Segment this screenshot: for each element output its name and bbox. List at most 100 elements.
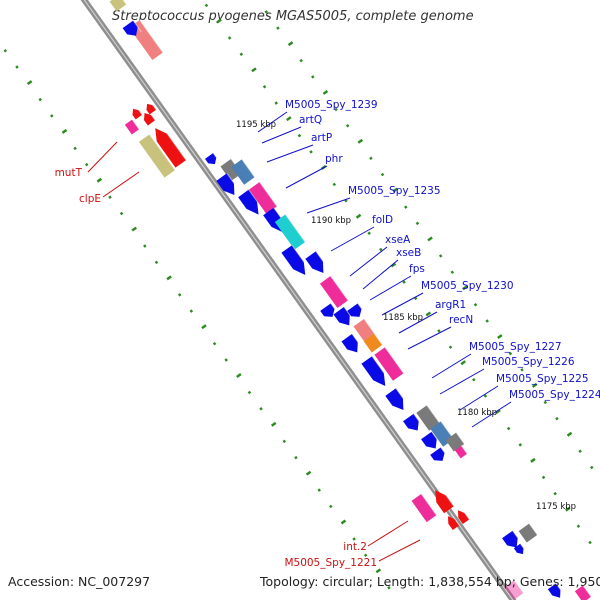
- gene-feature[interactable]: [274, 214, 306, 250]
- scale-tick: [345, 123, 350, 128]
- gene-feature[interactable]: [445, 432, 465, 452]
- gene-feature[interactable]: [421, 431, 442, 453]
- gene-feature[interactable]: [138, 133, 176, 178]
- gene-feature[interactable]: [385, 387, 410, 413]
- gene-label[interactable]: mutT: [55, 167, 83, 179]
- gene-label[interactable]: M5005_Spy_1235: [348, 185, 441, 197]
- gene-feature[interactable]: [574, 585, 592, 600]
- label-leaders: [87, 111, 512, 562]
- gene-feature[interactable]: [341, 333, 364, 356]
- gene-label[interactable]: recN: [449, 314, 473, 326]
- scale-tick: [276, 26, 280, 30]
- gene-feature[interactable]: [518, 523, 538, 543]
- scale-tick: [309, 150, 313, 154]
- gene-feature[interactable]: [305, 250, 330, 276]
- gene-label[interactable]: argR1: [435, 299, 466, 311]
- scale-tick: [299, 58, 303, 63]
- scale-tick: [332, 182, 337, 187]
- gene-feature[interactable]: [504, 579, 525, 600]
- gene-label[interactable]: clpE: [79, 193, 101, 205]
- scale-tick: [317, 488, 321, 492]
- gene-feature[interactable]: [333, 306, 356, 329]
- scale-tick: [239, 52, 244, 56]
- scale-tick: [264, 10, 269, 14]
- gene-label[interactable]: fps: [409, 263, 425, 275]
- gene-feature[interactable]: [144, 101, 157, 115]
- scale-tick: [363, 553, 368, 557]
- gene-label[interactable]: folD: [372, 214, 393, 226]
- scale-tick: [227, 36, 232, 40]
- gene-feature[interactable]: [205, 152, 220, 167]
- gene-label[interactable]: int.2: [343, 541, 367, 553]
- gene-feature[interactable]: [150, 123, 187, 168]
- scale-tick: [448, 345, 453, 349]
- gene-feature[interactable]: [141, 110, 156, 126]
- scale-tick: [565, 506, 571, 512]
- gene-label[interactable]: M5005_Spy_1224: [509, 389, 600, 401]
- scale-tick: [462, 285, 468, 291]
- gene-feature[interactable]: [403, 413, 424, 435]
- gene-label[interactable]: M5005_Spy_1226: [482, 356, 575, 368]
- kbp-label: 1180 kbp: [457, 408, 497, 418]
- gene-feature[interactable]: [109, 0, 127, 12]
- scale-tick: [392, 187, 398, 193]
- gene-label[interactable]: phr: [325, 153, 343, 165]
- gene-feature[interactable]: [363, 333, 383, 353]
- scale-tick: [427, 236, 433, 242]
- scale-tick: [497, 334, 503, 340]
- scale-tick: [415, 221, 420, 226]
- scale-tick: [50, 114, 54, 118]
- gene-feature[interactable]: [416, 404, 441, 431]
- scale-tick: [270, 421, 277, 427]
- gene-feature[interactable]: [238, 189, 265, 219]
- gene-feature[interactable]: [430, 486, 455, 514]
- scale-tick: [506, 426, 511, 431]
- gene-label[interactable]: M5005_Spy_1221: [284, 557, 377, 569]
- scale-tick: [274, 101, 278, 105]
- gene-feature[interactable]: [129, 19, 164, 61]
- gene-feature[interactable]: [445, 513, 460, 531]
- gene-feature[interactable]: [124, 119, 140, 135]
- gene-feature[interactable]: [320, 302, 339, 320]
- gene-feature[interactable]: [347, 302, 366, 320]
- gene-feature[interactable]: [411, 493, 437, 523]
- gene-feature[interactable]: [353, 318, 376, 342]
- scale-tick: [438, 254, 443, 258]
- gene-feature[interactable]: [454, 445, 468, 459]
- topology-text: Topology: circular; Length: 1,838,554 bp…: [260, 574, 600, 589]
- gene-label[interactable]: M5005_Spy_1239: [285, 99, 378, 111]
- gene-label[interactable]: xseA: [385, 234, 411, 246]
- gene-label[interactable]: M5005_Spy_1227: [469, 341, 562, 353]
- scale-tick: [375, 568, 382, 574]
- gene-feature[interactable]: [513, 543, 527, 557]
- gene-feature[interactable]: [231, 158, 256, 185]
- scale-tick: [26, 80, 33, 86]
- gene-feature[interactable]: [130, 106, 143, 120]
- gene-feature[interactable]: [502, 530, 523, 552]
- gene-feature[interactable]: [248, 181, 278, 214]
- scale-tick: [380, 172, 385, 177]
- scale-tick: [84, 162, 89, 167]
- scale-tick: [3, 49, 8, 53]
- gene-label[interactable]: artP: [311, 132, 332, 144]
- scale-tick: [294, 455, 298, 460]
- gene-label[interactable]: artQ: [299, 114, 322, 126]
- gene-feature[interactable]: [455, 507, 470, 525]
- gene-feature[interactable]: [430, 446, 449, 464]
- gene-label[interactable]: M5005_Spy_1225: [496, 373, 589, 385]
- gene-feature[interactable]: [319, 275, 349, 308]
- scale-tick: [262, 85, 267, 89]
- scale-tick: [177, 293, 182, 297]
- gene-feature[interactable]: [281, 244, 312, 279]
- gene-feature[interactable]: [361, 355, 392, 390]
- gene-feature[interactable]: [216, 172, 241, 198]
- gene-feature[interactable]: [374, 346, 405, 381]
- scale-tick: [286, 116, 292, 122]
- genome-title: Streptococcus pyogenes MGAS5005, complet…: [112, 9, 474, 24]
- gene-label[interactable]: xseB: [396, 247, 421, 259]
- gene-feature[interactable]: [122, 20, 142, 40]
- scale-tick: [119, 211, 124, 216]
- gene-label[interactable]: M5005_Spy_1230: [421, 280, 514, 292]
- gene-feature[interactable]: [547, 583, 565, 600]
